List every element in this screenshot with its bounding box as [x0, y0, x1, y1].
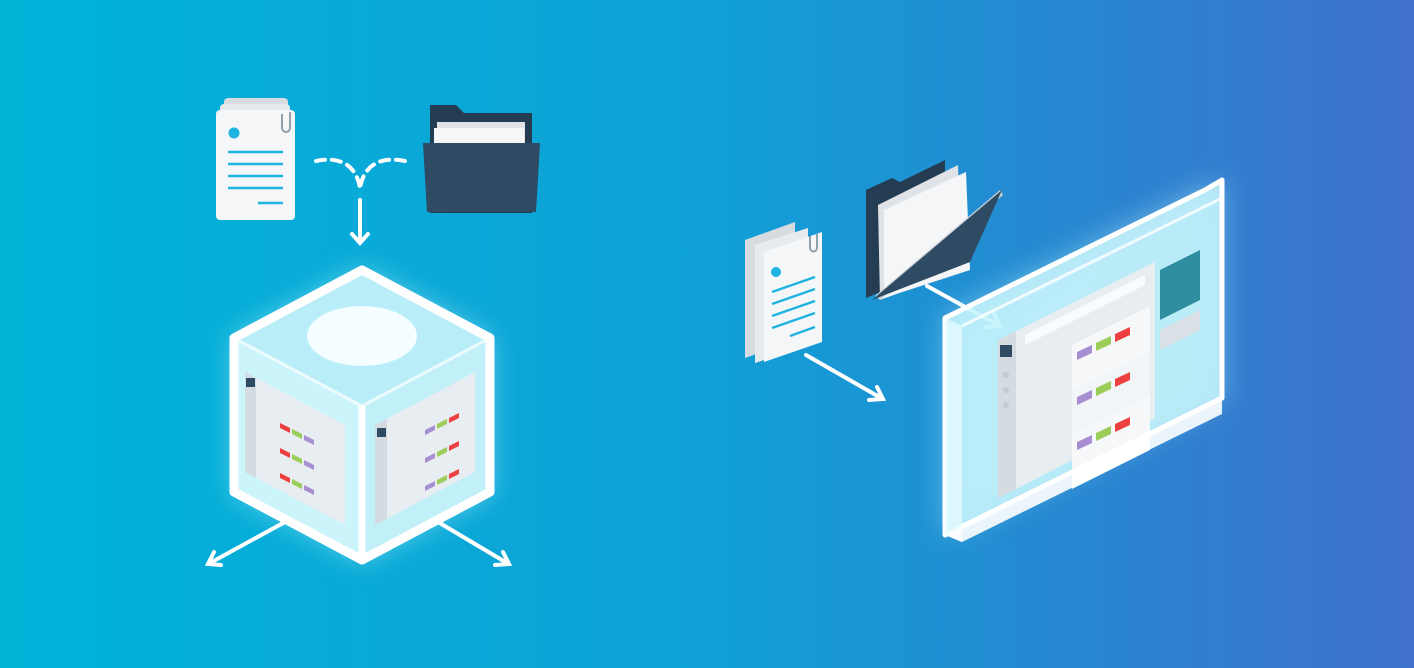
split-arrow-icon [204, 520, 513, 567]
document-stack-icon [216, 98, 295, 220]
panel-icon [942, 177, 1225, 542]
cube-icon [229, 265, 495, 565]
document-stack-icon [745, 222, 822, 363]
merge-arrow-icon [314, 157, 407, 247]
cube-right-screen [375, 372, 475, 525]
folder-icon [866, 160, 1003, 300]
folder-icon [423, 105, 540, 213]
cube-left-screen [245, 372, 345, 525]
